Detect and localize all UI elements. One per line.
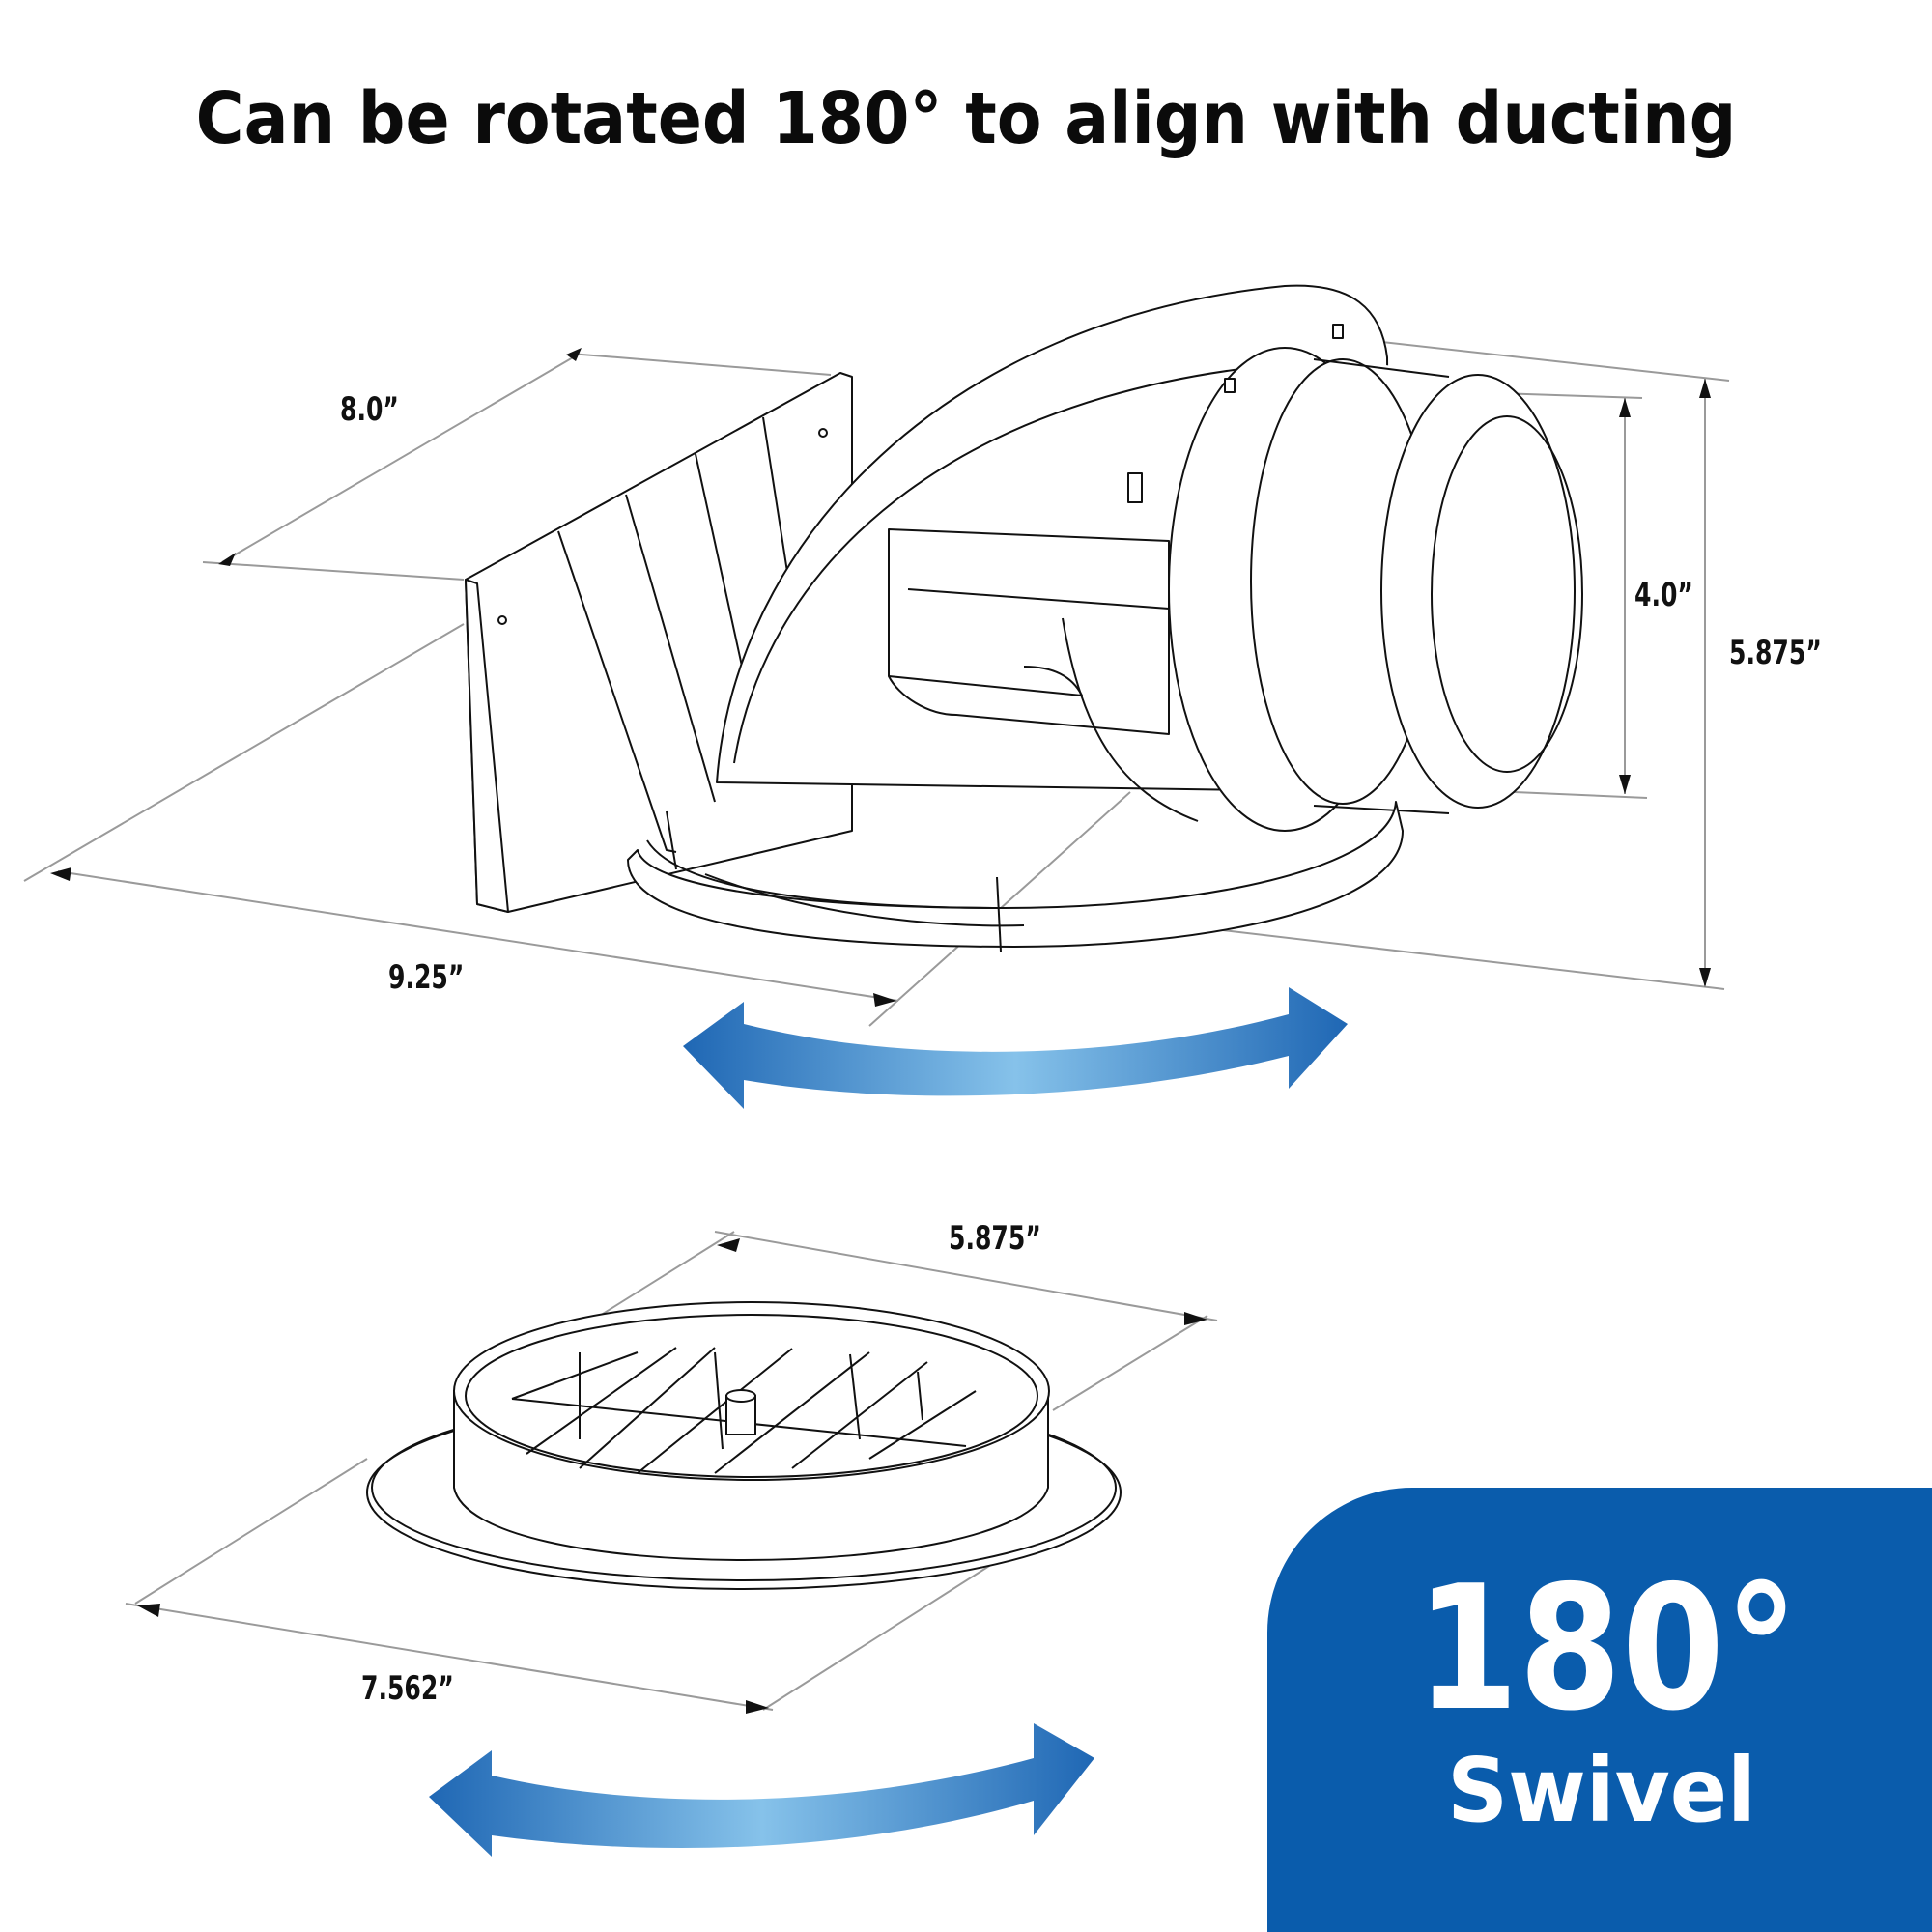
headline: Can be rotated 180° to align with ductin… [195,77,1737,160]
dim-duct-diameter: 4.0” [1634,576,1693,614]
dim-width: 9.25” [388,958,465,997]
rotate-arrow-bottom [429,1723,1094,1857]
bottom-dimension-arrowheads [137,1238,1208,1714]
badge-word: Swivel [1447,1739,1756,1842]
grille-drawing [366,1301,1122,1590]
rotate-arrow-top [683,987,1348,1109]
dim-height: 5.875” [1729,634,1822,672]
badge-degrees: 180° [1415,1548,1799,1748]
dim-depth: 8.0” [340,390,399,429]
top-dimension-arrowheads [50,348,1711,1007]
swivel-badge: 180° Swivel [1267,1488,1932,1932]
dim-outer-diameter: 7.562” [361,1669,454,1708]
dim-inner-diameter: 5.875” [949,1219,1041,1258]
vent-hood-drawing [465,284,1583,952]
